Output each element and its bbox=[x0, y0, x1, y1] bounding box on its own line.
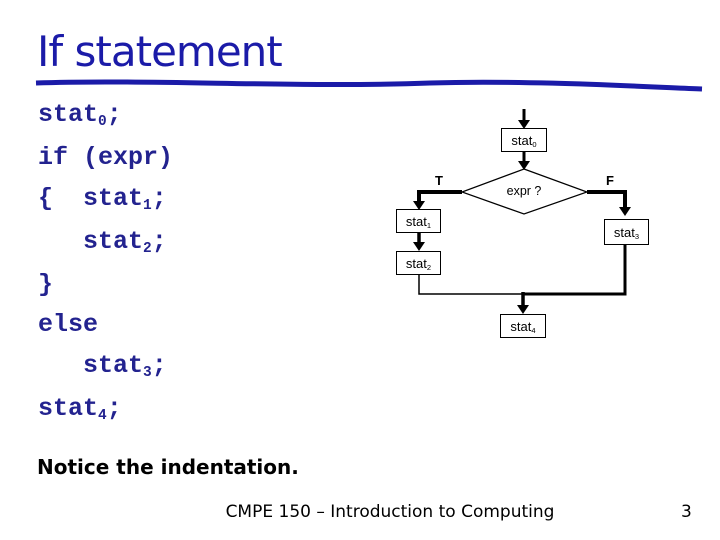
true-branch-arrowhead bbox=[413, 201, 425, 210]
false-branch-line bbox=[587, 190, 627, 208]
page-title: If statement bbox=[37, 27, 283, 76]
flow-node-stat4: stat4 bbox=[500, 314, 546, 338]
code-line: stat4; bbox=[38, 394, 122, 425]
stat2-to-merge-line bbox=[418, 275, 523, 295]
false-branch-label: F bbox=[606, 173, 614, 188]
footer-page-number: 3 bbox=[681, 502, 692, 522]
stat1-to-stat2-arrowhead bbox=[413, 242, 425, 251]
flow-node-stat0: stat0 bbox=[501, 128, 547, 152]
note-text: Notice the indentation. bbox=[37, 455, 299, 479]
decision-diamond bbox=[460, 168, 589, 215]
flow-node-label: stat1 bbox=[405, 213, 432, 230]
code-line: stat2; bbox=[38, 226, 167, 258]
flow-node-stat1: stat1 bbox=[396, 209, 441, 233]
decision-label: expr ? bbox=[506, 184, 542, 198]
code-line: if (expr) bbox=[38, 143, 174, 173]
true-branch-line bbox=[417, 190, 462, 202]
merge-to-stat4-arrowhead bbox=[517, 305, 529, 314]
flow-node-stat2: stat2 bbox=[396, 251, 441, 275]
code-line: stat0; bbox=[38, 100, 122, 131]
flow-node-stat3: stat3 bbox=[604, 219, 649, 245]
flow-node-label: stat0 bbox=[511, 132, 537, 149]
code-line: { stat1; bbox=[38, 183, 167, 214]
false-branch-arrowhead bbox=[619, 207, 631, 216]
code-line: stat3; bbox=[38, 350, 167, 382]
stat3-to-merge-line bbox=[523, 245, 627, 296]
stat0-to-decision-arrowhead bbox=[518, 161, 530, 170]
code-line: } bbox=[38, 270, 54, 300]
code-listing: stat0; if (expr) { stat1; stat2; } else … bbox=[38, 95, 173, 432]
flow-node-label: stat2 bbox=[405, 255, 432, 272]
footer-course-title: CMPE 150 – Introduction to Computing bbox=[225, 502, 555, 522]
entry-arrowhead bbox=[518, 120, 530, 129]
code-line: else bbox=[38, 310, 99, 340]
true-branch-label: T bbox=[435, 173, 443, 188]
title-underline bbox=[35, 79, 703, 92]
flow-node-label: stat3 bbox=[613, 224, 640, 241]
flow-node-label: stat4 bbox=[510, 318, 536, 335]
